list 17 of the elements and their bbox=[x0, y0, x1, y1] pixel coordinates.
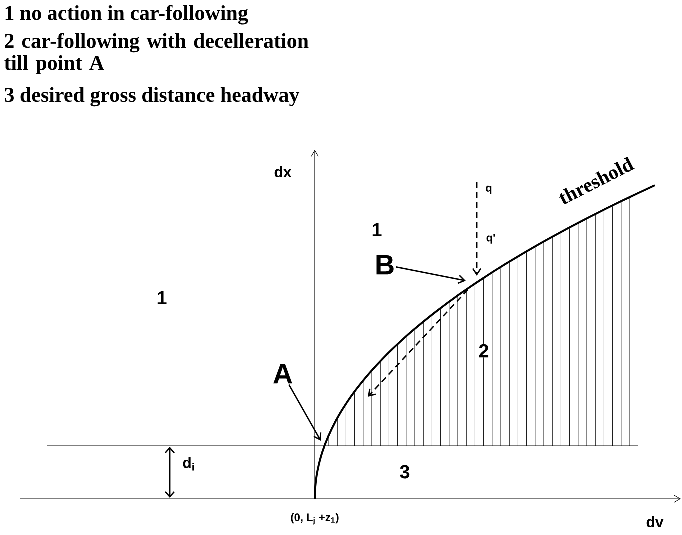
axis-label: dv bbox=[646, 516, 664, 528]
region-number: 2 bbox=[478, 344, 490, 358]
region-number: 3 bbox=[398, 465, 412, 479]
axis-label: dx bbox=[274, 166, 292, 178]
trajectory-label: q bbox=[486, 186, 492, 194]
legend-note: 3 desired gross distance headway bbox=[4, 87, 300, 107]
legend-note: 1 no action in car-following bbox=[6, 5, 248, 25]
legend-note: 2 car-following with decelleration till point A bbox=[4, 33, 309, 74]
origin-label: (0, L$_{j}$ +z$_{1}$) bbox=[291, 513, 339, 525]
region-number: 1 bbox=[370, 223, 384, 237]
trajectory-label: q' bbox=[486, 234, 496, 244]
dimension-label: d$_{i}$ bbox=[183, 457, 194, 471]
region-number: 1 bbox=[156, 291, 168, 305]
leader-line bbox=[288, 384, 322, 441]
point-label: B bbox=[376, 255, 394, 275]
leader-line bbox=[396, 266, 466, 284]
point-label: A bbox=[274, 364, 292, 384]
